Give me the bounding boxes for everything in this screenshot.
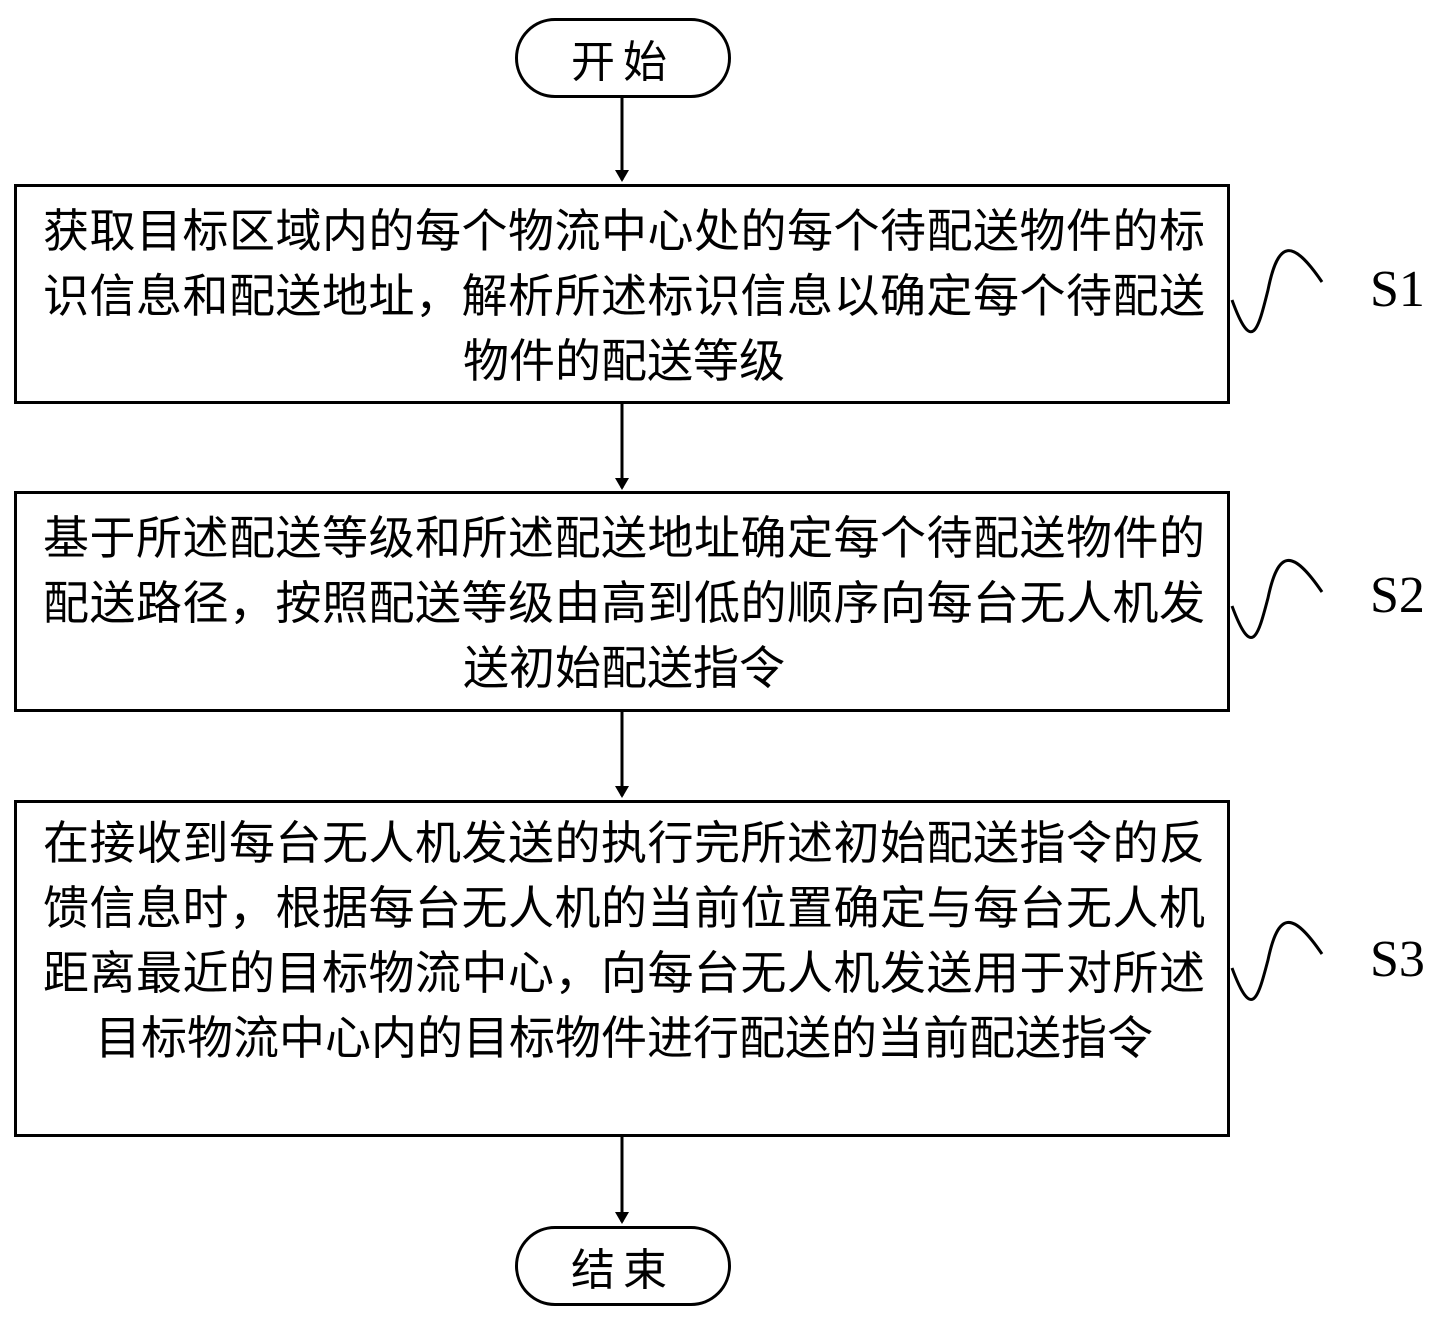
step-s2-text: 基于所述配送等级和所述配送地址确定每个待配送物件的配送路径，按照配送等级由高到低…: [43, 511, 1205, 695]
end-terminal: 结束: [515, 1226, 731, 1306]
step-s3-box: 在接收到每台无人机发送的执行完所述初始配送指令的反馈信息时，根据每台无人机的当前…: [14, 800, 1230, 1137]
step-s2-label: S2: [1370, 567, 1425, 624]
wave-s2-connector: [1230, 559, 1324, 640]
wave-s3-connector: [1230, 921, 1324, 1002]
wave-s1-connector: [1230, 249, 1324, 334]
end-label: 结束: [571, 1245, 675, 1296]
start-label: 开始: [571, 37, 675, 88]
step-s1-label: S1: [1370, 261, 1425, 318]
step-s1-box: 获取目标区域内的每个物流中心处的每个待配送物件的标识信息和配送地址，解析所述标识…: [14, 184, 1230, 404]
start-terminal: 开始: [515, 18, 731, 98]
step-s2-box: 基于所述配送等级和所述配送地址确定每个待配送物件的配送路径，按照配送等级由高到低…: [14, 491, 1230, 712]
step-s3-text: 在接收到每台无人机发送的执行完所述初始配送指令的反馈信息时，根据每台无人机的当前…: [43, 816, 1205, 1065]
step-s1-text: 获取目标区域内的每个物流中心处的每个待配送物件的标识信息和配送地址，解析所述标识…: [43, 204, 1205, 388]
step-s3-label: S3: [1370, 931, 1425, 988]
